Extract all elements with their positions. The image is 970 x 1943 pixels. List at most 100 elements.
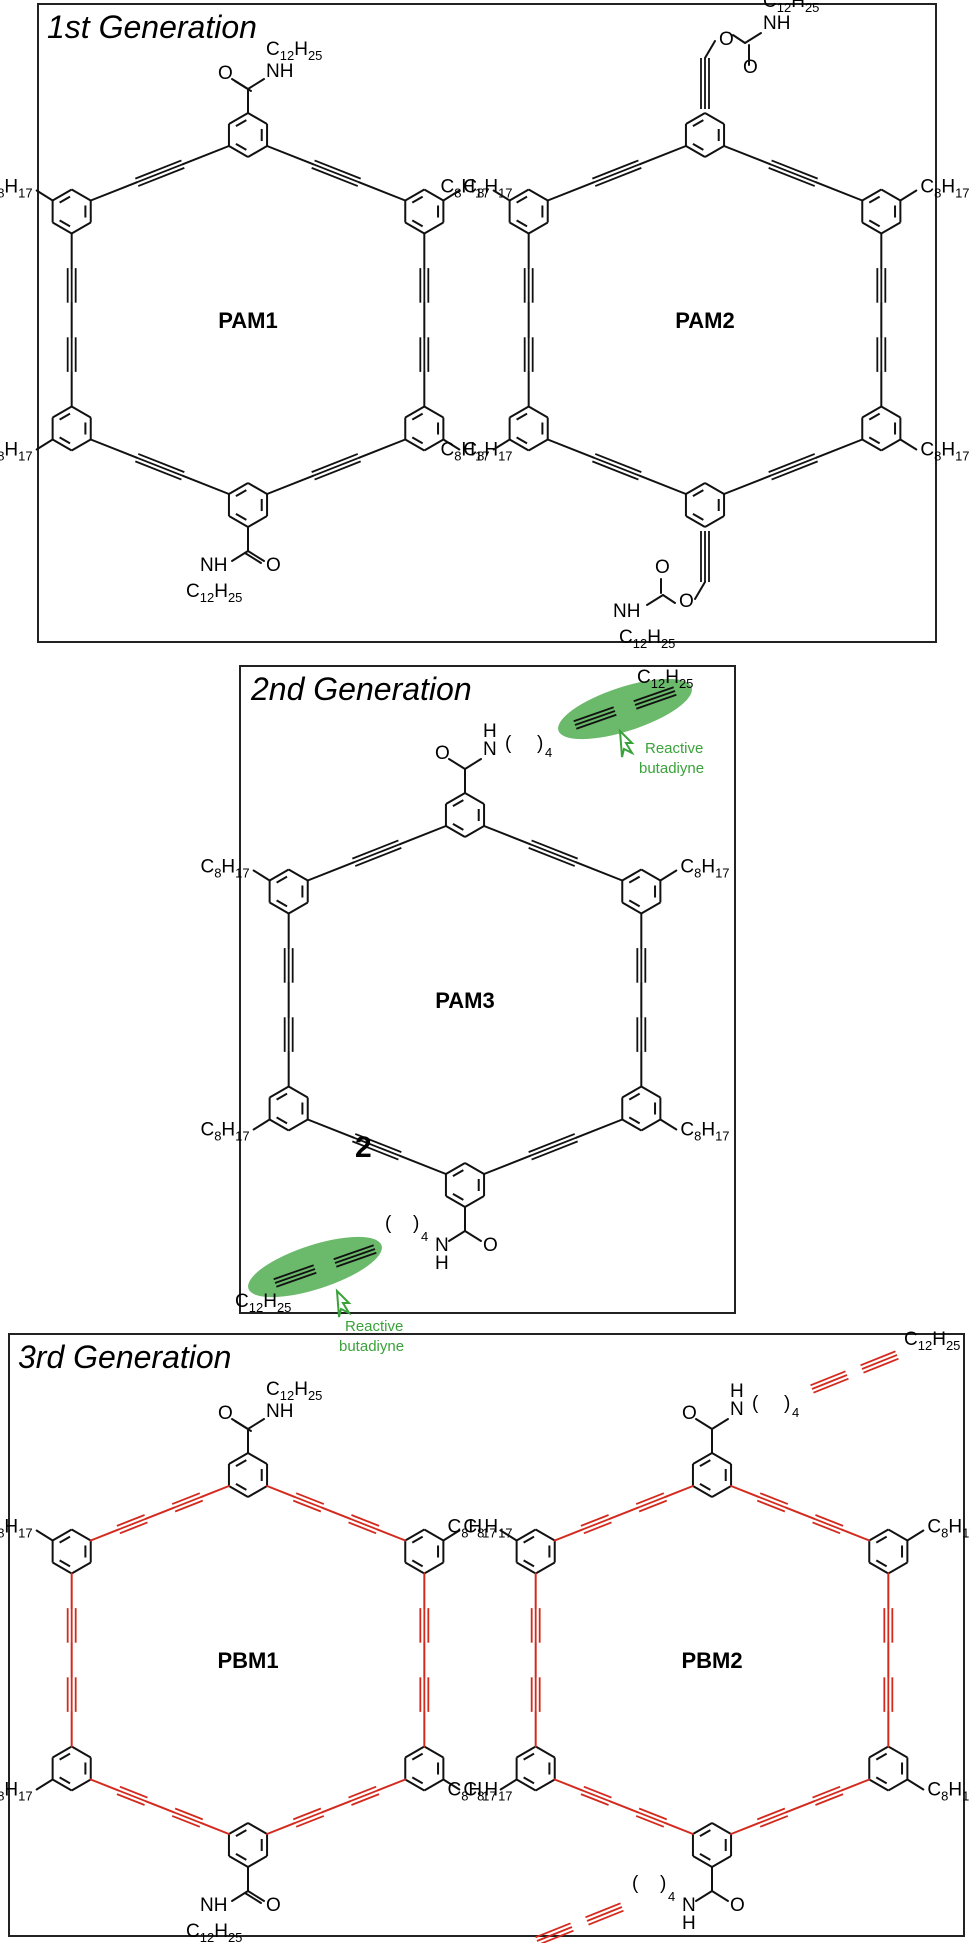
triple-bond	[292, 1807, 325, 1828]
side-chain-bond	[899, 189, 918, 202]
oxygen-label: O	[730, 1895, 745, 1916]
side-chain-bond	[499, 1778, 518, 1791]
benzene-ring	[227, 1452, 269, 1498]
compound-number: 2	[355, 1131, 372, 1164]
single-bond	[398, 1154, 447, 1175]
triple-bond	[333, 1244, 377, 1268]
triple-bond	[585, 1902, 624, 1926]
triple-bond	[635, 1492, 668, 1513]
triple-bond	[700, 58, 710, 109]
benzene-ring	[227, 112, 269, 158]
substituent-label: C12H25	[637, 667, 693, 691]
side-chain-label: C8H17	[0, 1517, 33, 1541]
annotation-label: Reactive	[645, 740, 703, 757]
side-chain-bond	[492, 189, 511, 202]
side-chain-label: C8H17	[0, 440, 33, 464]
triple-bond	[535, 1922, 574, 1943]
triple-bond	[311, 453, 361, 481]
triple-bond	[352, 839, 402, 867]
triple-bond	[292, 1492, 325, 1513]
bond	[247, 78, 265, 90]
bond	[448, 1230, 466, 1242]
triple-bond	[580, 1785, 612, 1806]
bond	[231, 550, 249, 562]
spacer-paren: (	[385, 1213, 392, 1234]
benzene-ring	[515, 1528, 556, 1575]
carbonyl-bond	[247, 1890, 265, 1902]
triple-bond	[756, 1807, 789, 1828]
triple-bond	[876, 268, 887, 303]
benzene-ring	[868, 1528, 909, 1575]
triple-bond	[768, 453, 818, 481]
triple-bond	[283, 948, 294, 983]
single-bond	[358, 181, 407, 202]
side-chain-bond	[252, 869, 271, 882]
side-chain-label: C8H17	[200, 1120, 249, 1144]
bond	[662, 594, 676, 604]
nitrogen-label: N	[483, 739, 497, 760]
side-chain-bond	[899, 438, 918, 451]
carbonyl-bond	[711, 1890, 729, 1902]
side-chain-label: C8H17	[440, 177, 489, 201]
triple-bond	[66, 268, 77, 303]
bond	[247, 1418, 265, 1430]
triple-bond	[66, 337, 77, 372]
hydrogen-label: H	[483, 721, 497, 742]
single-bond	[723, 474, 772, 495]
molecule-name: PAM1	[218, 308, 278, 333]
single-bond	[376, 1528, 407, 1542]
side-chain-bond	[442, 189, 461, 202]
side-chain-bond	[659, 1118, 678, 1131]
single-bond	[89, 1528, 120, 1542]
single-bond	[266, 1822, 296, 1835]
nitrogen-label: N	[730, 1399, 744, 1420]
side-chain-bond	[442, 1529, 461, 1542]
carbonyl-bond	[464, 1230, 482, 1242]
oxygen-label: O	[483, 1235, 498, 1256]
bond	[695, 1890, 713, 1902]
bond	[694, 581, 706, 600]
single-bond	[723, 145, 772, 166]
benzene-ring	[227, 1822, 269, 1868]
single-bond	[664, 1822, 694, 1835]
molecule-name: PBM1	[217, 1648, 278, 1673]
annotation-label: butadiyne	[639, 760, 704, 777]
side-chain-bond	[442, 1778, 461, 1791]
benzene-ring	[508, 405, 549, 452]
benzene-ring	[621, 1085, 662, 1132]
benzene-ring	[621, 868, 662, 915]
nh-label: NH	[266, 61, 293, 82]
benzene-ring	[691, 1452, 733, 1498]
spacer-paren: )	[660, 1873, 666, 1894]
oxygen-label: O	[655, 557, 670, 578]
substituent-label: C12H25	[235, 1291, 291, 1315]
oxygen-label: O	[218, 1403, 233, 1424]
single-bond	[181, 474, 230, 495]
benzene-ring	[404, 188, 445, 235]
single-bond	[553, 1778, 584, 1792]
triple-bond	[636, 1017, 647, 1052]
spacer-paren: )	[413, 1213, 419, 1234]
triple-bond	[530, 1608, 541, 1643]
triple-bond	[116, 1785, 148, 1806]
oxygen-label: O	[218, 63, 233, 84]
single-bond	[609, 1506, 639, 1520]
single-bond	[575, 861, 624, 882]
butadiyne-highlight	[248, 1236, 382, 1298]
triple-bond	[700, 531, 710, 582]
triple-bond	[636, 948, 647, 983]
triple-bond	[883, 1677, 894, 1712]
single-bond	[358, 438, 407, 459]
spacer-paren: )	[784, 1393, 790, 1414]
substituent-label: C12H25	[619, 627, 675, 651]
single-bond	[145, 1800, 175, 1814]
carbonyl-bond	[448, 758, 466, 770]
single-bond	[266, 474, 315, 495]
triple-bond	[883, 1608, 894, 1643]
oxygen-label: O	[743, 57, 758, 78]
spacer-paren: )	[537, 733, 543, 754]
side-chain-bond	[35, 189, 54, 202]
benzene-ring	[444, 792, 486, 838]
side-chain-label: C8H17	[680, 857, 729, 881]
